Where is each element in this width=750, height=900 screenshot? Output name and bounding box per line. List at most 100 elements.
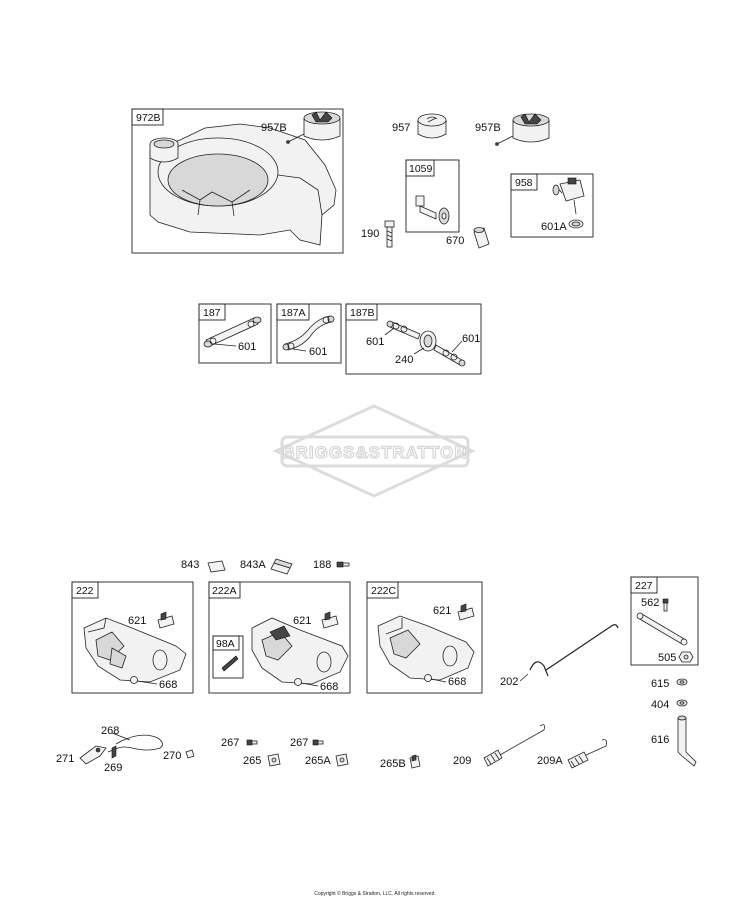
governor-link-202[interactable] [529, 624, 619, 677]
part-label-670: 670 [446, 235, 464, 247]
governor-lever-227[interactable] [636, 612, 688, 646]
vent-cap-957B-alt[interactable] [495, 113, 550, 146]
screw-267-left[interactable] [246, 739, 258, 746]
part-label-404: 404 [651, 699, 669, 711]
box-label-187A: 187A [281, 307, 306, 319]
clip-621-222[interactable] [157, 611, 175, 629]
nut-270[interactable] [185, 749, 195, 759]
part-label-621-222C: 621 [433, 605, 451, 617]
part-label-562: 562 [641, 597, 659, 609]
box-label-222: 222 [76, 585, 94, 597]
clip-265A[interactable] [335, 753, 349, 767]
part-label-843A: 843A [240, 559, 266, 571]
box-972B[interactable]: 972B 957B [131, 108, 344, 254]
governor-spring-209[interactable] [483, 724, 545, 767]
screw-562[interactable] [662, 598, 669, 612]
clamp-601A[interactable] [568, 219, 584, 229]
box-187A[interactable]: 187A 601 [276, 303, 342, 364]
fuel-line-187A[interactable] [282, 315, 335, 351]
fuel-cap-957[interactable] [417, 113, 447, 139]
part-label-240: 240 [395, 354, 413, 366]
part-label-270: 270 [163, 750, 181, 762]
fuel-shutoff-valve[interactable] [552, 177, 585, 215]
washer-404[interactable] [676, 699, 688, 707]
box-958[interactable]: 958 601A [510, 173, 594, 238]
screw-267-right[interactable] [312, 739, 324, 746]
box-label-227: 227 [635, 580, 653, 592]
copyright-notice: Copyright © Briggs & Stratton, LLC. All … [314, 891, 436, 897]
bushing-670[interactable] [473, 227, 490, 249]
part-label-668-222A: 668 [320, 681, 338, 693]
spring-269[interactable] [111, 745, 117, 759]
part-label-209: 209 [453, 755, 471, 767]
box-label-222C: 222C [371, 585, 397, 597]
box-label-1059: 1059 [409, 163, 433, 175]
part-label-601A: 601A [541, 221, 567, 233]
part-label-265B: 265B [380, 758, 406, 770]
box-label-187: 187 [203, 307, 221, 319]
box-1059[interactable]: 1059 [405, 159, 460, 233]
part-label-601-187: 601 [238, 341, 256, 353]
part-label-505: 505 [658, 652, 676, 664]
box-222A[interactable]: 222A 621 668 98A [208, 581, 351, 694]
part-label-601-187A: 601 [309, 346, 327, 358]
fuel-valve-fitting[interactable] [415, 195, 450, 225]
part-label-268: 268 [101, 725, 119, 737]
box-222[interactable]: 222 621 668 [71, 581, 194, 694]
clip-621-222A[interactable] [321, 611, 339, 629]
part-label-209A: 209A [537, 755, 563, 767]
part-label-616: 616 [651, 734, 669, 746]
part-label-668-222C: 668 [448, 676, 466, 688]
nut-505[interactable] [678, 651, 694, 663]
part-label-668-222: 668 [159, 679, 177, 691]
briggs-stratton-watermark: BRIGGS&STRATTON [272, 404, 476, 498]
part-label-190: 190 [361, 228, 379, 240]
part-label-957B: 957B [261, 122, 287, 134]
part-label-265: 265 [243, 755, 261, 767]
bracket-271[interactable] [79, 745, 107, 765]
part-label-621-222A: 621 [293, 615, 311, 627]
part-label-601-187B-right: 601 [462, 333, 480, 345]
governor-spring-209A[interactable] [567, 739, 607, 769]
box-label-187B: 187B [350, 307, 375, 319]
screw-188[interactable] [336, 561, 350, 568]
part-label-202: 202 [500, 676, 518, 688]
screw-190[interactable] [384, 220, 395, 248]
box-187[interactable]: 187 601 [198, 303, 272, 364]
watermark-text: BRIGGS&STRATTON [282, 443, 467, 462]
governor-bracket-222C[interactable] [377, 615, 475, 683]
part-label-267-left: 267 [221, 737, 239, 749]
box-label-222A: 222A [212, 585, 237, 597]
part-label-957: 957 [392, 122, 410, 134]
part-label-271: 271 [56, 753, 74, 765]
box-label-98A: 98A [216, 638, 235, 650]
clip-265[interactable] [267, 753, 281, 767]
governor-bracket-222[interactable] [83, 617, 187, 685]
part-label-269: 269 [104, 762, 122, 774]
fuel-tank[interactable] [149, 123, 337, 246]
clip-265B[interactable] [409, 754, 421, 769]
part-label-601-187B-left: 601 [366, 336, 384, 348]
box-187B[interactable]: 187B 601 601 240 [345, 303, 482, 375]
fuel-line-with-filter[interactable] [386, 320, 466, 367]
governor-bracket-222A[interactable] [251, 617, 349, 687]
part-label-843: 843 [181, 559, 199, 571]
part-label-265A: 265A [305, 755, 331, 767]
fuel-line-187[interactable] [203, 316, 262, 348]
washer-615[interactable] [676, 678, 688, 686]
pad-843[interactable] [207, 560, 226, 573]
part-label-615: 615 [651, 678, 669, 690]
part-label-957B-alt: 957B [475, 122, 501, 134]
spring-98A[interactable] [221, 655, 239, 672]
pad-843A[interactable] [270, 558, 293, 575]
part-label-267-right: 267 [290, 737, 308, 749]
governor-shaft-616[interactable] [677, 715, 697, 767]
part-label-188: 188 [313, 559, 331, 571]
box-label-972B: 972B [136, 112, 161, 124]
box-label-958: 958 [515, 177, 533, 189]
vent-cap-957B[interactable] [286, 111, 341, 144]
clip-621-222C[interactable] [457, 603, 475, 621]
box-227[interactable]: 227 562 505 [630, 576, 699, 666]
box-222C[interactable]: 222C 621 668 [366, 581, 483, 694]
